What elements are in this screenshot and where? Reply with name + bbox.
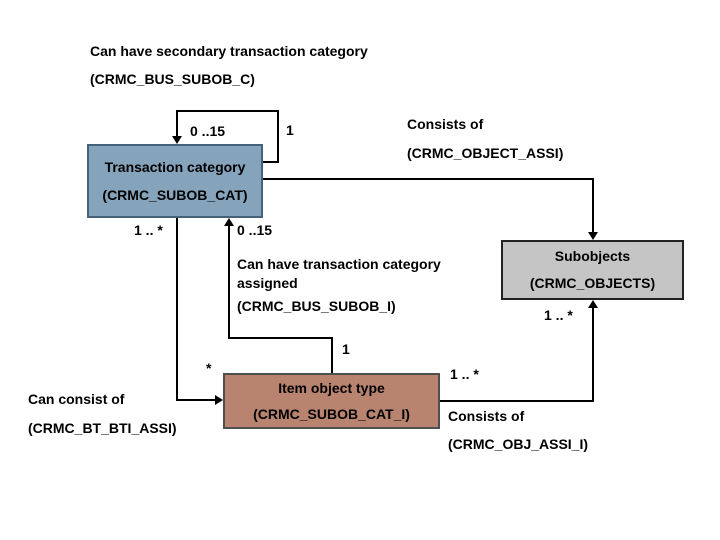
arrowhead-consists-top-icon (588, 232, 598, 240)
multiplicity-consists-bottom-target: 1 .. * (544, 307, 573, 323)
relation-assigned-table: (CRMC_BUS_SUBOB_I) (237, 298, 396, 314)
connector-loop-stub (263, 161, 279, 163)
entity-subobjects: Subobjects (CRMC_OBJECTS) (501, 240, 684, 300)
arrowhead-assigned-icon (224, 218, 234, 226)
entity-item-object-type-table: (CRMC_SUBOB_CAT_I) (253, 405, 410, 422)
multiplicity-canconsist-target: * (206, 360, 212, 376)
entity-item-object-type-name: Item object type (278, 379, 385, 396)
relation-consists-bottom-label: Consists of (448, 408, 525, 424)
multiplicity-canconsist-source: 1 .. * (134, 222, 163, 238)
multiplicity-assigned-target: 0 ..15 (237, 222, 273, 238)
connector-canconsist-h (176, 399, 216, 401)
entity-subobjects-name: Subobjects (554, 248, 631, 264)
relation-secondary-loop-table: (CRMC_BUS_SUBOB_C) (90, 71, 255, 87)
relation-canconsist-table: (CRMC_BT_BTI_ASSI) (28, 420, 177, 436)
multiplicity-loop-source: 1 (286, 122, 294, 138)
connector-consists-bottom-h (440, 400, 594, 402)
multiplicity-assigned-source: 1 (342, 341, 350, 357)
entity-transaction-category: Transaction category (CRMC_SUBOB_CAT) (87, 144, 263, 218)
relation-consists-bottom-table: (CRMC_OBJ_ASSI_I) (448, 436, 589, 452)
connector-assigned-v1 (228, 225, 230, 339)
connector-loop-left (176, 110, 178, 138)
relation-canconsist-label: Can consist of (28, 391, 125, 407)
relation-consists-top-label: Consists of (407, 116, 484, 132)
connector-consists-bottom-v (592, 306, 594, 402)
arrowhead-consists-bottom-icon (588, 300, 598, 308)
relation-secondary-loop-label: Can have secondary transaction category (90, 43, 368, 59)
entity-transaction-category-name: Transaction category (104, 158, 246, 175)
multiplicity-consists-bottom-source: 1 .. * (450, 366, 479, 382)
connector-consists-top-v (592, 178, 594, 234)
connector-assigned-h (228, 337, 333, 339)
arrowhead-canconsist-icon (215, 395, 223, 405)
connector-consists-top-h (263, 178, 594, 180)
arrowhead-loop-icon (172, 136, 182, 144)
connector-loop-right (277, 110, 279, 163)
entity-item-object-type: Item object type (CRMC_SUBOB_CAT_I) (223, 373, 440, 429)
entity-subobjects-table: (CRMC_OBJECTS) (529, 275, 656, 291)
connector-canconsist-v (176, 218, 178, 401)
relation-consists-top-table: (CRMC_OBJECT_ASSI) (407, 145, 564, 161)
multiplicity-loop-target: 0 ..15 (190, 123, 226, 139)
entity-transaction-category-table: (CRMC_SUBOB_CAT) (102, 186, 248, 203)
connector-assigned-v2 (331, 337, 333, 373)
connector-loop-top (176, 110, 279, 112)
relation-assigned-label: Can have transaction category assigned (237, 256, 441, 291)
